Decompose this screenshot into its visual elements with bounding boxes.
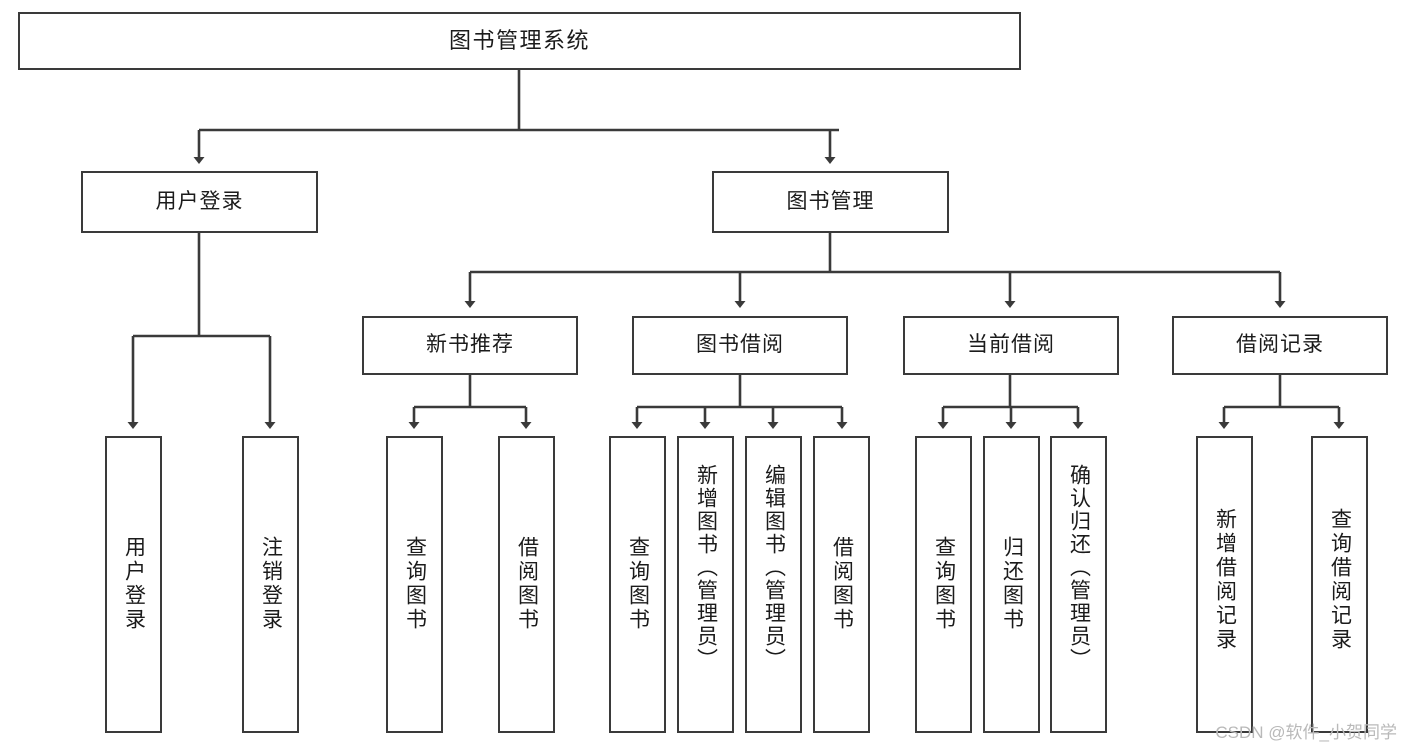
- node-user-login[interactable]: 用户登录: [81, 171, 318, 233]
- leaf-rec-add-record[interactable]: 新增借阅记录: [1196, 436, 1253, 733]
- node-label: 图书管理: [786, 189, 875, 213]
- node-label: 当前借阅: [967, 333, 1055, 357]
- node-borrow-record[interactable]: 借阅记录: [1172, 316, 1388, 375]
- leaf-logout-user[interactable]: 注销登录: [242, 436, 299, 733]
- leaf-brw-add-book[interactable]: 新增图书（管理员）: [677, 436, 734, 733]
- leaf-login-user[interactable]: 用户登录: [105, 436, 162, 733]
- node-label: 注销登录: [259, 536, 283, 632]
- leaf-rec-query-record[interactable]: 查询借阅记录: [1311, 436, 1368, 733]
- node-label: 借阅图书: [830, 536, 854, 632]
- node-label: 借阅记录: [1236, 333, 1324, 357]
- node-label: 借阅图书: [515, 536, 539, 632]
- node-label: 编辑图书（管理员）: [762, 464, 786, 671]
- node-root-system[interactable]: 图书管理系统: [18, 12, 1021, 70]
- node-label: 新书推荐: [426, 333, 514, 357]
- node-label: 图书管理系统: [448, 28, 590, 54]
- leaf-brw-edit-book[interactable]: 编辑图书（管理员）: [745, 436, 802, 733]
- leaf-brw-query-book[interactable]: 查询图书: [609, 436, 666, 733]
- leaf-brw-borrow-book[interactable]: 借阅图书: [813, 436, 870, 733]
- node-book-borrow[interactable]: 图书借阅: [632, 316, 848, 375]
- node-new-book-recommend[interactable]: 新书推荐: [362, 316, 578, 375]
- node-label: 查询图书: [932, 536, 956, 632]
- node-book-manage[interactable]: 图书管理: [712, 171, 949, 233]
- leaf-rec-query-book[interactable]: 查询图书: [386, 436, 443, 733]
- node-label: 查询借阅记录: [1328, 508, 1352, 652]
- node-label: 查询图书: [626, 536, 650, 632]
- watermark-text: CSDN @软件_小贺同学: [1215, 723, 1397, 742]
- node-label: 归还图书: [1000, 536, 1024, 632]
- leaf-cur-return-book[interactable]: 归还图书: [983, 436, 1040, 733]
- leaf-cur-query-book[interactable]: 查询图书: [915, 436, 972, 733]
- node-label: 用户登录: [155, 189, 244, 213]
- node-label: 确认归还（管理员）: [1067, 464, 1091, 671]
- node-label: 新增借阅记录: [1213, 508, 1237, 652]
- node-label: 查询图书: [403, 536, 427, 632]
- leaf-cur-confirm-return[interactable]: 确认归还（管理员）: [1050, 436, 1107, 733]
- node-label: 用户登录: [122, 536, 146, 632]
- leaf-rec-borrow-book[interactable]: 借阅图书: [498, 436, 555, 733]
- node-label: 新增图书（管理员）: [694, 464, 718, 671]
- node-label: 图书借阅: [696, 333, 784, 357]
- node-current-borrow[interactable]: 当前借阅: [903, 316, 1119, 375]
